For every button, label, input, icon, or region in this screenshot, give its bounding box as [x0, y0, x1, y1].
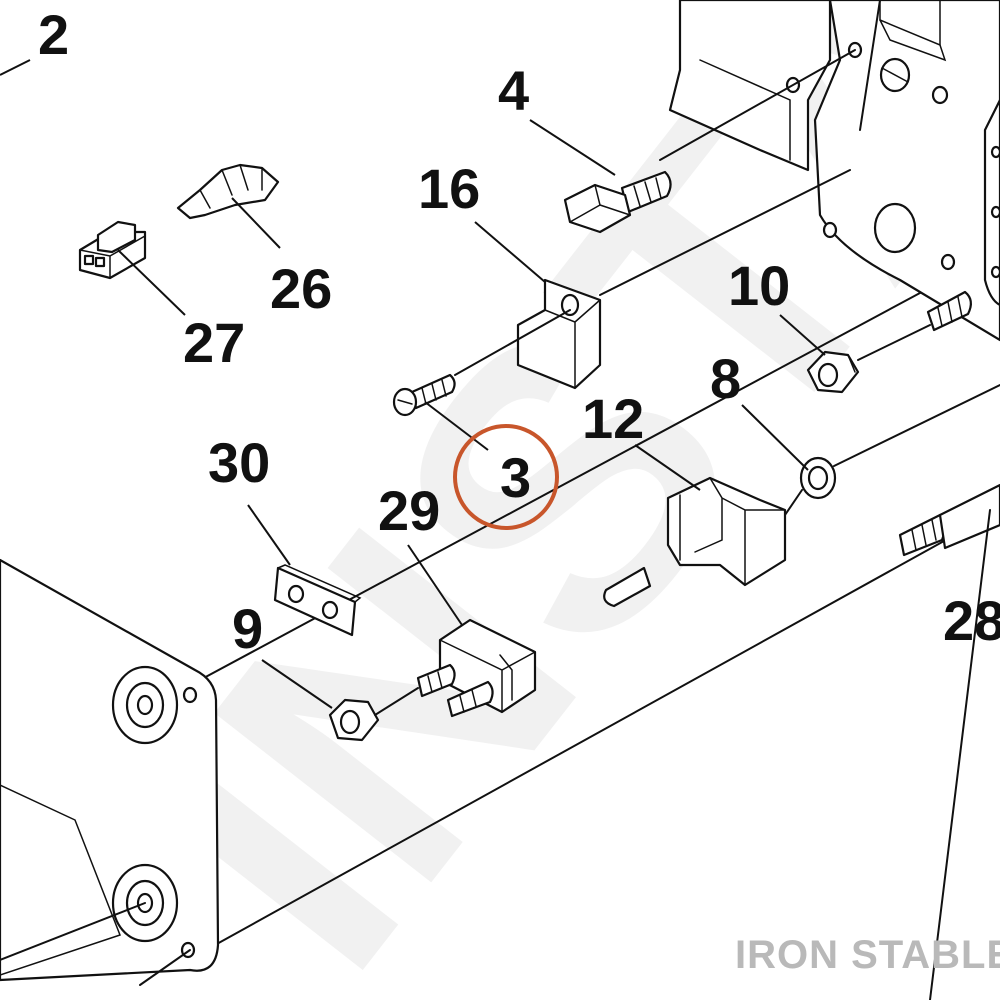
- callout-9: 9: [232, 597, 263, 660]
- callout-8: 8: [710, 347, 741, 410]
- part-28-shaft: [898, 483, 1000, 1000]
- callout-3: 3: [500, 446, 531, 509]
- part-29-block: [416, 618, 537, 718]
- plate-bushing-upper: [111, 665, 179, 745]
- brand-logo: IRON STABLE: [735, 933, 1000, 977]
- callout-16: 16: [418, 157, 480, 220]
- callout-30: 30: [208, 431, 270, 494]
- part-8-lock-washer: [799, 456, 837, 500]
- callout-4: 4: [498, 59, 529, 122]
- callout-10: 10: [728, 254, 790, 317]
- part-3-screw: [392, 373, 456, 417]
- callout-27: 27: [183, 311, 245, 374]
- part-16-angle-bracket: [516, 278, 602, 390]
- callout-2: 2: [38, 3, 69, 66]
- part-30-plate: [273, 564, 362, 637]
- part-10-nut: [806, 290, 972, 394]
- part-4-hex-bolt: [563, 170, 672, 234]
- part-9-nut: [328, 698, 380, 742]
- assembly-lines: [374, 0, 1000, 716]
- part-27-connector: [78, 220, 147, 280]
- leader-lines: [0, 59, 826, 709]
- callout-26: 26: [270, 257, 332, 320]
- highlight-circle: [453, 424, 559, 530]
- callout-29: 29: [378, 479, 440, 542]
- callout-28: 28: [943, 589, 1000, 652]
- part-12-clamp-block: [603, 476, 787, 608]
- part-26-terminal: [176, 163, 280, 220]
- callout-12: 12: [582, 387, 644, 450]
